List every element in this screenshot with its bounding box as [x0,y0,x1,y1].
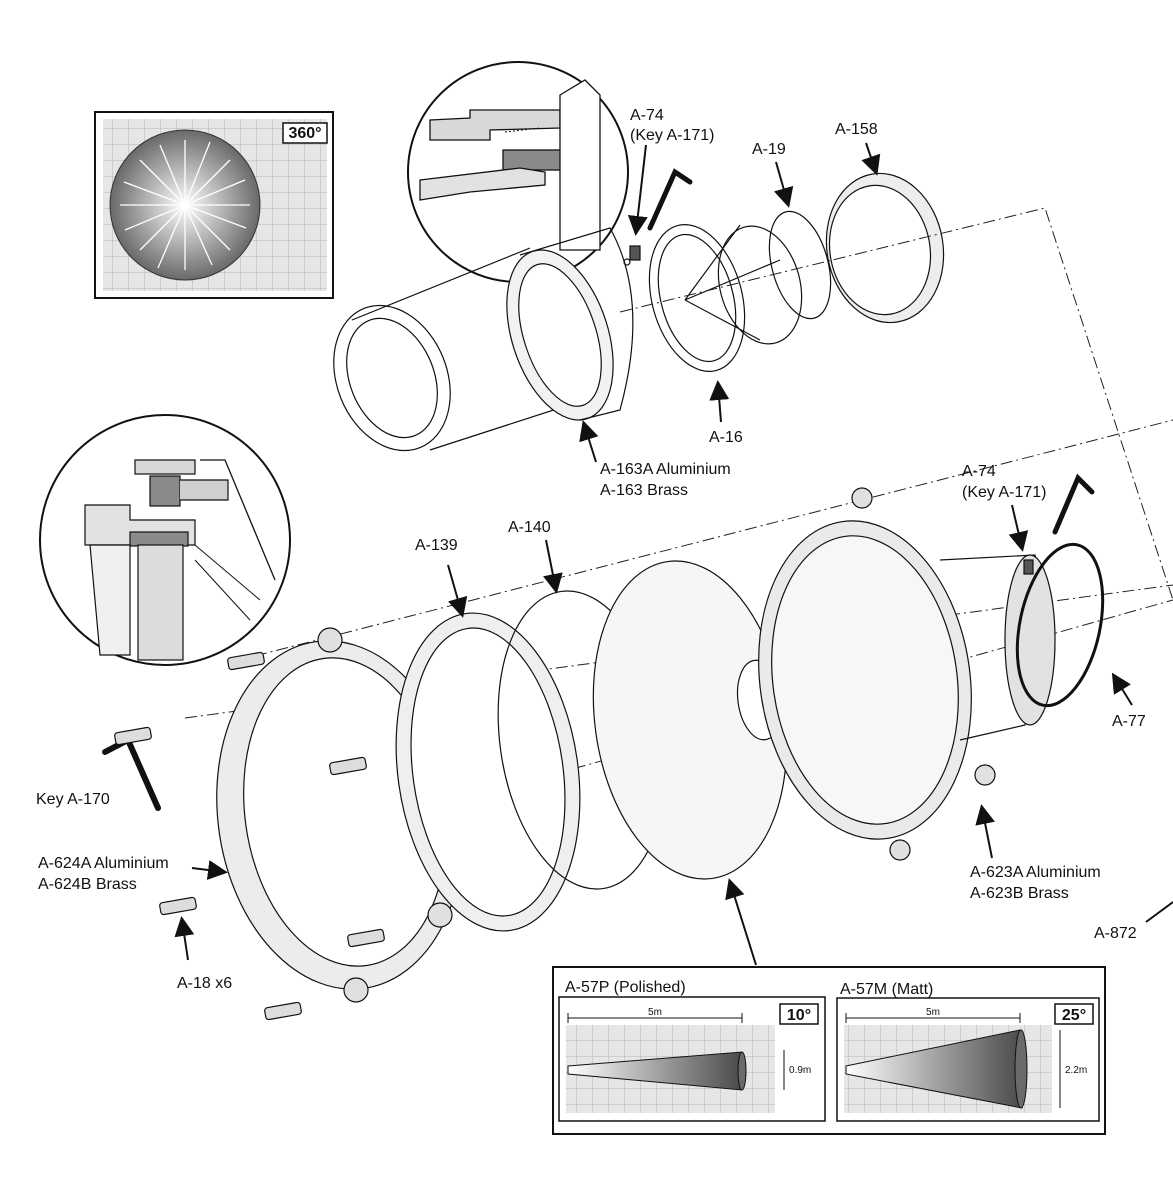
detail-circle-top [408,62,628,282]
label-a158: A-158 [835,121,878,138]
label-key171-top: (Key A-171) [630,127,714,144]
label-key171-right: (Key A-171) [962,484,1046,501]
label-a163a: A-163A Aluminium [600,461,731,478]
label-a163: A-163 Brass [600,482,688,499]
beam-panel-polished: A-57P (Polished) 5m 0.9m 10° [559,979,825,1121]
polished-distance: 5m [648,1007,662,1018]
beam-panel-box: A-57P (Polished) 5m 0.9m 10° A-57M (Matt… [553,967,1105,1134]
label-a74-right: A-74 [962,463,996,480]
polished-width: 0.9m [789,1065,811,1076]
label-a139: A-139 [415,537,458,554]
label-key170: Key A-170 [36,791,110,808]
label-a623a: A-623A Aluminium [970,864,1101,881]
beam-panel-matt: A-57M (Matt) 5m 2.2m 25° [837,981,1099,1121]
label-a16: A-16 [709,429,743,446]
matt-width: 2.2m [1065,1065,1087,1076]
matt-title: A-57M (Matt) [840,981,933,998]
upper-assembly [313,164,955,468]
label-a624b: A-624B Brass [38,876,137,893]
label-a624a: A-624A Aluminium [38,855,169,872]
label-a74-top: A-74 [630,107,664,124]
beam-360-angle: 360° [288,125,321,142]
polished-angle: 10° [787,1007,811,1024]
label-a18: A-18 x6 [177,975,232,992]
polished-title: A-57P (Polished) [565,979,686,996]
matt-distance: 5m [926,1007,940,1018]
detail-circle-left [40,415,290,665]
label-a872: A-872 [1094,925,1137,942]
label-a77: A-77 [1112,713,1146,730]
matt-angle: 25° [1062,1007,1086,1024]
label-a140: A-140 [508,519,551,536]
beam-360-inset: 360° [95,112,333,298]
label-a623b: A-623B Brass [970,885,1069,902]
label-a19: A-19 [752,141,786,158]
